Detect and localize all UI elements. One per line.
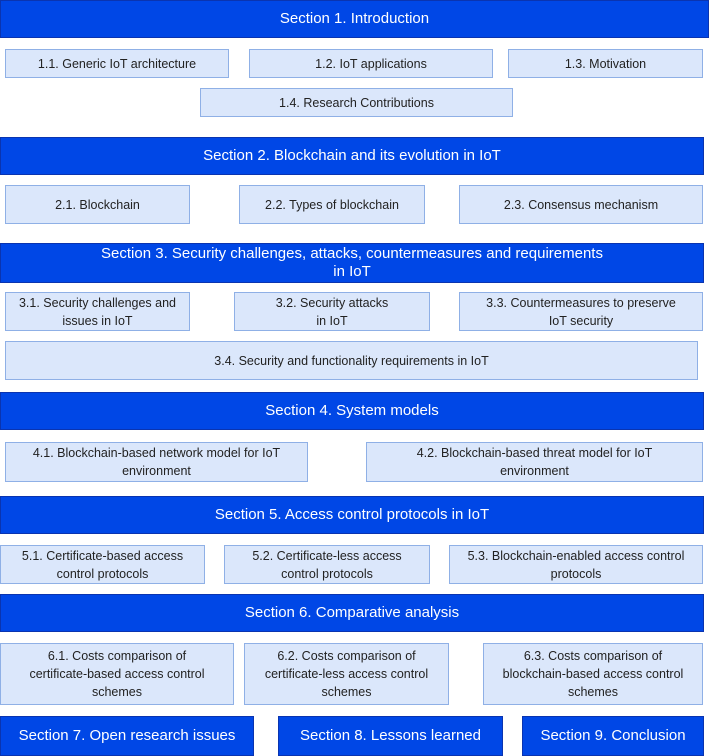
section-4-header: Section 4. System models xyxy=(0,392,704,430)
subsection-1-4: 1.4. Research Contributions xyxy=(200,88,513,117)
subsection-2-2: 2.2. Types of blockchain xyxy=(239,185,425,224)
subsection-2-3: 2.3. Consensus mechanism xyxy=(459,185,703,224)
section-6-header: Section 6. Comparative analysis xyxy=(0,594,704,632)
section-7-header: Section 7. Open research issues xyxy=(0,716,254,756)
subsection-3-4: 3.4. Security and functionality requirem… xyxy=(5,341,698,380)
subsection-4-1: 4.1. Blockchain-based network model for … xyxy=(5,442,308,482)
subsection-1-1: 1.1. Generic IoT architecture xyxy=(5,49,229,78)
subsection-1-2: 1.2. IoT applications xyxy=(249,49,493,78)
section-5-header: Section 5. Access control protocols in I… xyxy=(0,496,704,534)
subsection-4-2: 4.2. Blockchain-based threat model for I… xyxy=(366,442,703,482)
section-3-header: Section 3. Security challenges, attacks,… xyxy=(0,243,704,283)
section-2-header: Section 2. Blockchain and its evolution … xyxy=(0,137,704,175)
subsection-1-3: 1.3. Motivation xyxy=(508,49,703,78)
subsection-2-1: 2.1. Blockchain xyxy=(5,185,190,224)
section-1-header: Section 1. Introduction xyxy=(0,0,709,38)
section-8-header: Section 8. Lessons learned xyxy=(278,716,503,756)
section-9-header: Section 9. Conclusion xyxy=(522,716,704,756)
